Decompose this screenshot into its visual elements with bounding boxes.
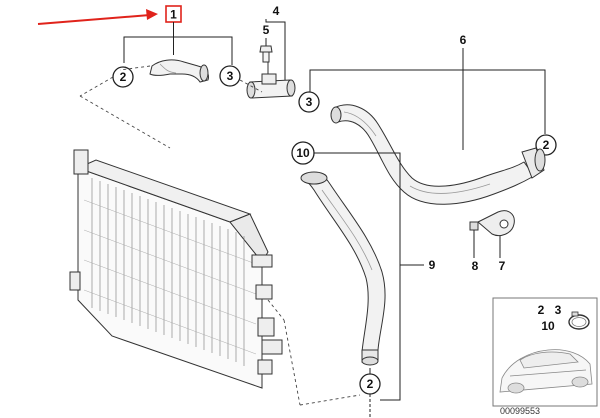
callout-8[interactable]: 8: [472, 259, 479, 273]
hose-part-1[interactable]: [149, 59, 209, 83]
inset-label-3: 3: [555, 303, 562, 317]
reference-number: 00099553: [500, 406, 540, 416]
svg-text:5: 5: [263, 23, 270, 37]
callout-6[interactable]: 6: [460, 33, 467, 47]
callout-2-bottom[interactable]: 2: [359, 373, 381, 395]
svg-text:3: 3: [306, 95, 313, 109]
callout-9[interactable]: 9: [429, 258, 436, 272]
callout-2-left[interactable]: 2: [112, 66, 134, 88]
inset-label-10: 10: [541, 319, 555, 333]
callout-1[interactable]: 1: [165, 5, 182, 23]
callout-7[interactable]: 7: [499, 259, 506, 273]
svg-text:9: 9: [429, 258, 436, 272]
svg-text:4: 4: [273, 4, 280, 18]
svg-text:1: 1: [170, 8, 177, 22]
callout-10[interactable]: 10: [291, 141, 315, 165]
leader-lines-4: [265, 19, 286, 82]
callout-3-left[interactable]: 3: [219, 65, 241, 87]
valve-part-4[interactable]: [246, 62, 296, 99]
svg-text:7: 7: [499, 259, 506, 273]
leader-lines-1: [123, 22, 233, 65]
svg-text:3: 3: [227, 69, 234, 83]
callout-5[interactable]: 5: [263, 23, 270, 37]
screw-part-8[interactable]: [469, 221, 479, 258]
clamp-part-7[interactable]: [477, 210, 515, 258]
svg-text:2: 2: [367, 377, 374, 391]
highlight-arrow: [37, 9, 158, 25]
svg-text:2: 2: [120, 70, 127, 84]
leader-lines-6: [309, 48, 546, 150]
callout-3-mid[interactable]: 3: [298, 91, 320, 113]
inset-label-2: 2: [538, 303, 545, 317]
svg-text:2: 2: [543, 138, 550, 152]
leader-lines-9: [314, 152, 424, 401]
svg-text:6: 6: [460, 33, 467, 47]
svg-text:10: 10: [296, 146, 310, 160]
car-silhouette-icon: [499, 349, 593, 394]
vehicle-inset[interactable]: 2 3 10: [492, 297, 598, 407]
hose-part-6[interactable]: [330, 104, 546, 205]
dashed-leaders: [79, 65, 361, 406]
bolt-part-5[interactable]: [259, 38, 273, 63]
svg-text:8: 8: [472, 259, 479, 273]
callout-4[interactable]: 4: [273, 4, 280, 18]
hose-part-9[interactable]: [300, 171, 386, 366]
hose-clamp-icon: [568, 311, 590, 330]
radiator[interactable]: [69, 149, 283, 389]
